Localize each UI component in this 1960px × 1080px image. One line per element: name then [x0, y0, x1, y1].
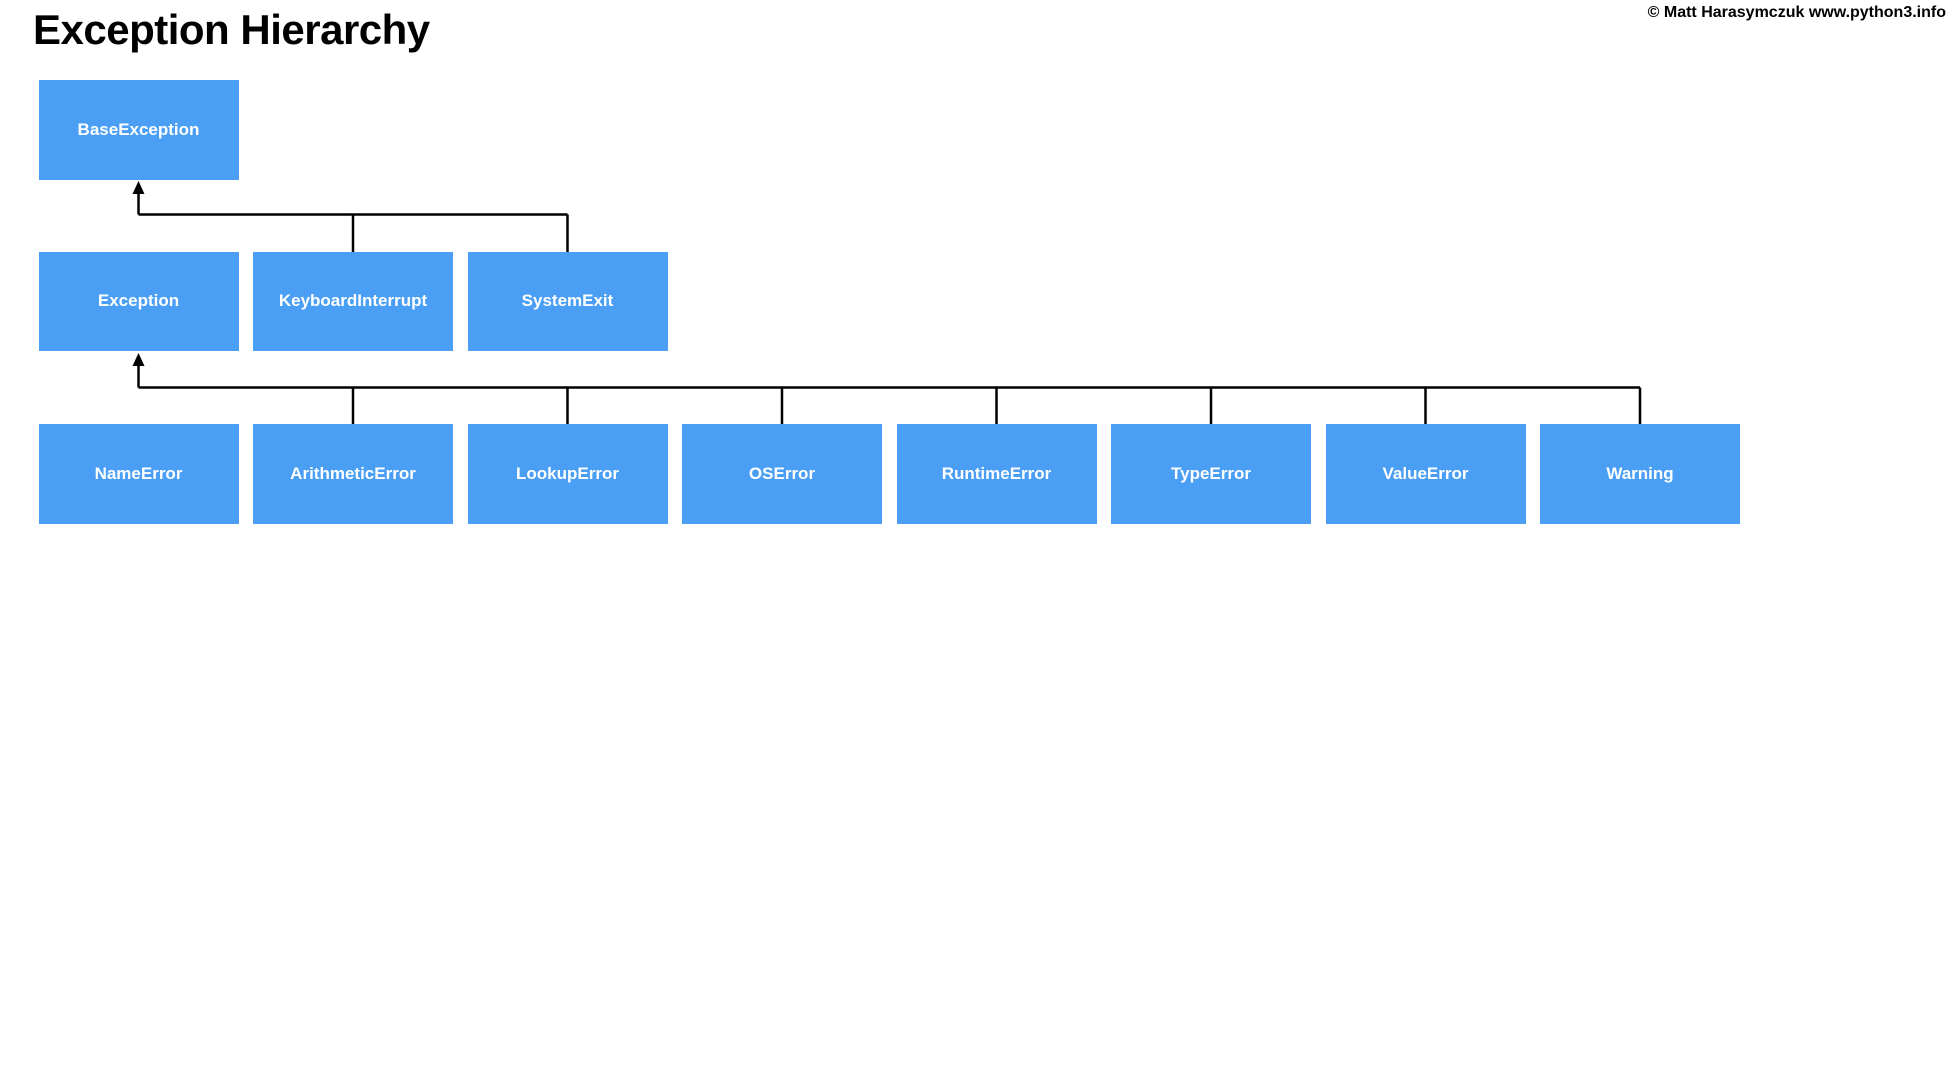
node-label: TypeError [1171, 463, 1251, 483]
node-label: BaseException [77, 119, 200, 139]
node-nameerror: NameError [38, 424, 239, 524]
node-systemexit: SystemExit [467, 252, 668, 351]
node-label: ValueError [1382, 463, 1469, 483]
node-valueerror: ValueError [1325, 424, 1526, 524]
node-runtimeerror: RuntimeError [896, 424, 1097, 524]
node-typeerror: TypeError [1111, 424, 1311, 524]
node-exception: Exception [38, 252, 239, 351]
node-arithmeticerror: ArithmeticError [253, 424, 453, 524]
node-label: ArithmeticError [290, 463, 416, 483]
connector-exception-to-children [132, 353, 1642, 424]
node-oserror: OSError [682, 424, 882, 524]
node-warning: Warning [1540, 424, 1740, 524]
node-label: Exception [97, 291, 180, 311]
node-label: KeyboardInterrupt [278, 291, 428, 311]
node-lookuperror: LookupError [467, 424, 668, 524]
arrowhead-up-icon [132, 353, 145, 366]
node-label: LookupError [516, 463, 619, 483]
node-label: OSError [748, 463, 816, 483]
page-title: Exception Hierarchy [33, 6, 430, 53]
node-label: SystemExit [521, 291, 614, 311]
node-baseexception: BaseException [38, 80, 239, 180]
node-label: Warning [1606, 463, 1674, 483]
node-label: RuntimeError [941, 463, 1052, 483]
connector-baseexception-to-children [132, 181, 569, 252]
copyright-notice: © Matt Harasymczuk www.python3.info [1647, 4, 1946, 21]
node-keyboardinterrupt: KeyboardInterrupt [253, 252, 453, 351]
arrowhead-up-icon [132, 181, 145, 194]
node-label: NameError [94, 463, 183, 483]
